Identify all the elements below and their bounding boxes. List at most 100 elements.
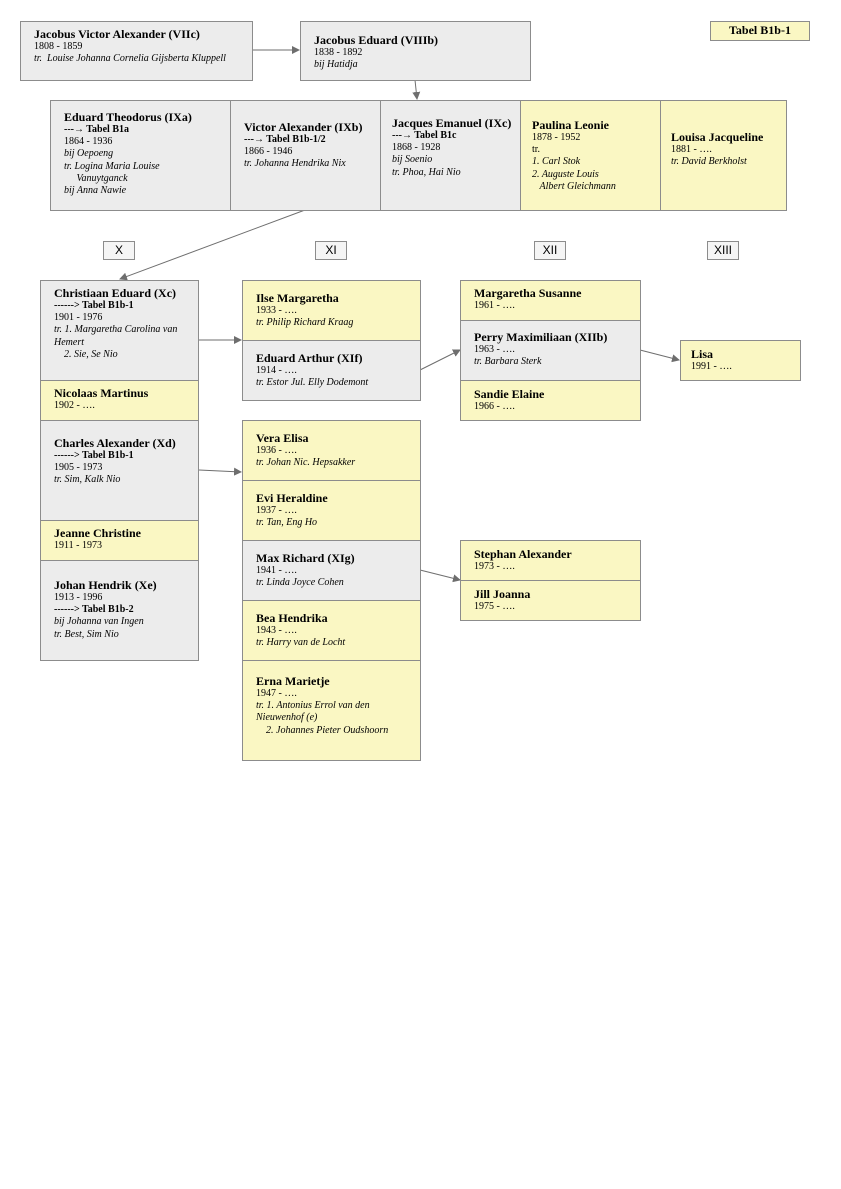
person-name: Jeanne Christine (54, 526, 141, 540)
person-card-ilse-margaretha[interactable]: Ilse Margaretha 1933 - …. tr. Philip Ric… (242, 280, 421, 341)
person-dates: 1808 - 1859 (34, 41, 83, 52)
arrow-xd-to-xi (198, 467, 242, 476)
person-dates: 1963 - …. (474, 344, 515, 355)
person-card-erna-marietje[interactable]: Erna Marietje 1947 - …. tr. 1. Antonius … (242, 660, 421, 761)
person-dates: 1838 - 1892 (314, 47, 363, 58)
person-name: Jill Joanna (474, 587, 531, 601)
person-card-jacobus-victor[interactable]: Jacobus Victor Alexander (VIIc) 1808 - 1… (20, 21, 253, 81)
person-card-eduard-theodorus[interactable]: Eduard Theodorus (IXa) ---→ Tabel B1a 18… (50, 100, 231, 211)
person-card-johan-hendrik[interactable]: Johan Hendrik (Xe) 1913 - 1996 ------> T… (40, 560, 199, 661)
person-name: Nicolaas Martinus (54, 386, 149, 400)
person-name: Eduard Theodorus (IXa) (64, 110, 192, 124)
person-card-paulina-leonie[interactable]: Paulina Leonie 1878 - 1952 tr. 1. Carl S… (520, 100, 661, 211)
person-spouse: tr. Linda Joyce Cohen (256, 577, 344, 589)
person-name: Stephan Alexander (474, 547, 572, 561)
person-card-charles-alexander[interactable]: Charles Alexander (Xd) ------> Tabel B1b… (40, 420, 199, 521)
table-reference[interactable]: ------> Tabel B1b-2 (54, 604, 134, 616)
table-reference[interactable]: ---→ Tabel B1a (64, 124, 130, 135)
person-married-label: tr. (532, 144, 541, 156)
table-reference[interactable]: ---→ Tabel B1c (392, 130, 457, 141)
person-spouse: tr. Tan, Eng Ho (256, 517, 318, 529)
person-spouse-cont: Albert Gleichmann (532, 180, 616, 192)
person-spouse: tr. David Berkholst (671, 156, 747, 168)
person-name: Johan Hendrik (Xe) (54, 578, 157, 592)
person-card-evi-heraldine[interactable]: Evi Heraldine 1937 - …. tr. Tan, Eng Ho (242, 480, 421, 541)
person-dates: 1901 - 1976 (54, 312, 103, 324)
person-partner: bij Oepoeng (64, 148, 114, 160)
arrow-xig-to-xii (419, 569, 461, 583)
person-spouse: tr. 1. Margaretha Carolina van Hemert (54, 324, 180, 348)
person-spouse: bij Hatidja (314, 59, 358, 71)
person-dates: 1961 - …. (474, 300, 515, 311)
generation-label-xiii: XIII (707, 241, 739, 260)
person-dates: 1914 - …. (256, 365, 297, 376)
person-partner: bij Anna Nawie (64, 185, 127, 197)
person-spouse: tr. 1. Antonius Errol van den Nieuwenhof… (256, 700, 373, 724)
table-tag: Tabel B1b-1 (710, 21, 810, 41)
person-card-christiaan-eduard[interactable]: Christiaan Eduard (Xc) ------> Tabel B1b… (40, 280, 199, 381)
person-name: Christiaan Eduard (Xc) (54, 286, 177, 300)
person-card-max-richard[interactable]: Max Richard (XIg) 1941 - …. tr. Linda Jo… (242, 540, 421, 601)
person-spouse: 2. Johannes Pieter Oudshoorn (256, 724, 389, 736)
person-spouse: tr. Johan Nic. Hepsakker (256, 457, 356, 469)
person-dates: 1936 - …. (256, 445, 297, 456)
table-reference[interactable]: ---→ Tabel B1b-1/2 (244, 134, 326, 145)
person-name: Evi Heraldine (256, 491, 328, 505)
person-name: Jacobus Eduard (VIIIb) (314, 33, 439, 47)
person-dates: 1902 - …. (54, 400, 95, 411)
table-reference[interactable]: ------> Tabel B1b-1 (54, 450, 134, 461)
person-card-vera-elisa[interactable]: Vera Elisa 1936 - …. tr. Johan Nic. Heps… (242, 420, 421, 481)
person-dates: 1937 - …. (256, 505, 297, 516)
person-card-lisa[interactable]: Lisa 1991 - …. (680, 340, 801, 381)
person-spouse: tr. Philip Richard Kraag (256, 317, 354, 329)
person-spouse: tr. Louise Johanna Cornelia Gijsberta Kl… (34, 53, 226, 65)
person-spouse: tr. Best, Sim Nio (54, 628, 119, 640)
person-spouse: 1. Carl Stok (532, 156, 581, 168)
person-dates: 1947 - …. (256, 688, 297, 699)
arrow-xiib-to-xiii (639, 349, 680, 363)
person-card-jacques-emanuel[interactable]: Jacques Emanuel (IXc) ---→ Tabel B1c 186… (380, 100, 521, 211)
person-name: Sandie Elaine (474, 387, 545, 401)
person-name: Jacobus Victor Alexander (VIIc) (34, 27, 200, 41)
person-name: Margaretha Susanne (474, 286, 582, 300)
person-card-sandie-elaine[interactable]: Sandie Elaine 1966 - …. (460, 380, 641, 421)
person-spouse: tr. Barbara Sterk (474, 356, 542, 368)
person-name: Perry Maximiliaan (XIIb) (474, 330, 608, 344)
person-card-bea-hendrika[interactable]: Bea Hendrika 1943 - …. tr. Harry van de … (242, 600, 421, 661)
person-card-perry-maximiliaan[interactable]: Perry Maximiliaan (XIIb) 1963 - …. tr. B… (460, 320, 641, 381)
person-dates: 1868 - 1928 (392, 142, 441, 154)
person-name: Eduard Arthur (XIf) (256, 351, 363, 365)
table-reference[interactable]: ------> Tabel B1b-1 (54, 300, 134, 311)
person-card-eduard-arthur[interactable]: Eduard Arthur (XIf) 1914 - …. tr. Estor … (242, 340, 421, 401)
person-card-jill-joanna[interactable]: Jill Joanna 1975 - …. (460, 580, 641, 621)
person-dates: 1973 - …. (474, 561, 515, 572)
person-spouse: tr. Harry van de Locht (256, 637, 346, 649)
person-card-victor-alexander[interactable]: Victor Alexander (IXb) ---→ Tabel B1b-1/… (230, 100, 381, 211)
person-card-margaretha-susanne[interactable]: Margaretha Susanne 1961 - …. (460, 280, 641, 321)
arrow-xif-to-xii (419, 349, 461, 371)
person-card-louisa-jacqueline[interactable]: Louisa Jacqueline 1881 - …. tr. David Be… (660, 100, 787, 211)
person-partner: bij Soenio (392, 154, 433, 166)
person-card-stephan-alexander[interactable]: Stephan Alexander 1973 - …. (460, 540, 641, 581)
person-dates: 1878 - 1952 (532, 132, 581, 143)
person-spouse: tr. Estor Jul. Elly Dodemont (256, 377, 369, 389)
person-dates: 1881 - …. (671, 144, 712, 155)
person-dates: 1943 - …. (256, 625, 297, 636)
person-dates: 1966 - …. (474, 401, 515, 412)
person-spouse: tr. Johanna Hendrika Nix (244, 158, 346, 170)
person-dates: 1941 - …. (256, 565, 297, 576)
person-spouse: 2. Sie, Se Nio (54, 348, 118, 360)
person-name: Vera Elisa (256, 431, 309, 445)
person-card-jeanne-christine[interactable]: Jeanne Christine 1911 - 1973 (40, 520, 199, 561)
person-name: Erna Marietje (256, 674, 330, 688)
person-spouse: tr. Phoa, Hai Nio (392, 166, 461, 178)
person-name: Victor Alexander (IXb) (244, 120, 363, 134)
generation-label-x: X (103, 241, 135, 260)
person-dates: 1866 - 1946 (244, 146, 293, 158)
person-name: Bea Hendrika (256, 611, 328, 625)
person-name: Max Richard (XIg) (256, 551, 355, 565)
person-card-nicolaas-martinus[interactable]: Nicolaas Martinus 1902 - …. (40, 380, 199, 421)
person-card-jacobus-eduard[interactable]: Jacobus Eduard (VIIIb) 1838 - 1892 bij H… (300, 21, 531, 81)
person-spouse: tr. Logina Maria Louise (64, 160, 160, 172)
person-dates: 1975 - …. (474, 601, 515, 612)
